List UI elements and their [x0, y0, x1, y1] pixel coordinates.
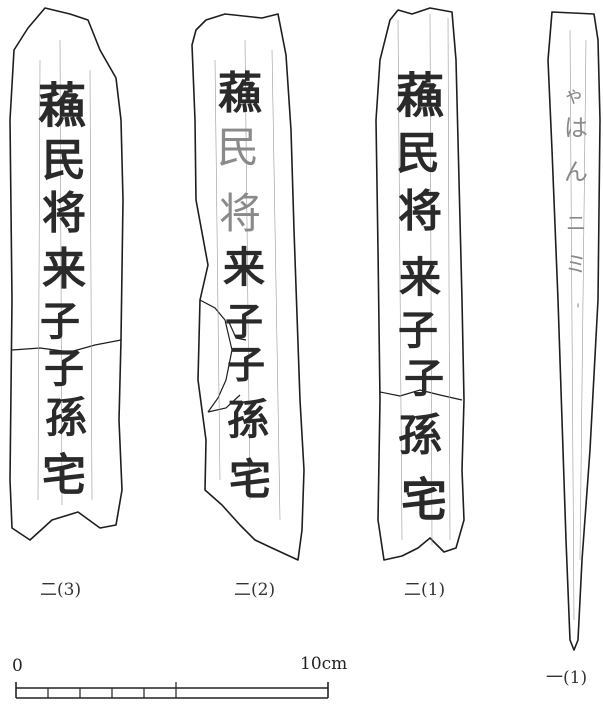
- inscription-char: 将: [42, 188, 86, 239]
- inscription-char: 民: [396, 128, 440, 179]
- tablet-2-2: 蘓 民 将 来 子 子 孫 宅: [191, 13, 305, 561]
- inscription-char: 将: [398, 186, 442, 237]
- inscription-char: 子: [404, 355, 444, 402]
- inscription-char: 蘓: [38, 78, 86, 134]
- inscription-char: 子: [40, 298, 80, 345]
- inscription-trace: ニ: [566, 211, 586, 235]
- inscription-char: 蘓: [396, 68, 444, 124]
- tablet-2-1: 蘓 民 将 来 子 子 孫 宅: [375, 7, 465, 561]
- inscription-trace: ん: [564, 158, 588, 186]
- inscription-char: 宅: [42, 450, 86, 501]
- scale-end-label: 10cm: [300, 654, 348, 674]
- inscription-trace: ': [576, 302, 580, 318]
- inscription-char: 宅: [229, 455, 271, 504]
- scale-bar: [15, 682, 329, 699]
- inscription-char: 孫: [398, 410, 442, 461]
- inscription-char: 民: [42, 135, 86, 186]
- scale-start-label: 0: [12, 656, 23, 676]
- inscription-char: 子: [398, 307, 438, 354]
- inscription-char: 来: [42, 244, 86, 295]
- caption-tablet-1-1: 一(1): [546, 668, 588, 688]
- inscription-char: 来: [399, 253, 441, 302]
- inscription-char: 子: [227, 342, 265, 387]
- inscription-char: 将: [219, 189, 261, 238]
- inscription-char: 孫: [45, 393, 87, 442]
- inscription-char: 子: [225, 299, 263, 344]
- inscription-char: 孫: [227, 395, 269, 444]
- inscription-trace: ゃ: [564, 83, 584, 107]
- caption-tablet-2-1: 二(1): [404, 580, 446, 600]
- inscription-char: 蘓: [218, 68, 262, 119]
- inscription-trace: ミ: [565, 253, 587, 278]
- inscription-trace: は: [564, 114, 588, 142]
- tablet-1-1: ゃ は ん ニ ミ ': [547, 11, 601, 651]
- inscription-char: 宅: [401, 473, 447, 527]
- caption-tablet-2-3: 二(3): [40, 580, 82, 600]
- inscription-char: 来: [223, 243, 265, 292]
- inscription-char: 子: [44, 345, 84, 392]
- tablet-2-3: 蘓 民 将 来 子 子 孫 宅: [9, 7, 124, 541]
- caption-tablet-2-2: 二(2): [234, 580, 276, 600]
- inscription-char: 民: [217, 123, 259, 172]
